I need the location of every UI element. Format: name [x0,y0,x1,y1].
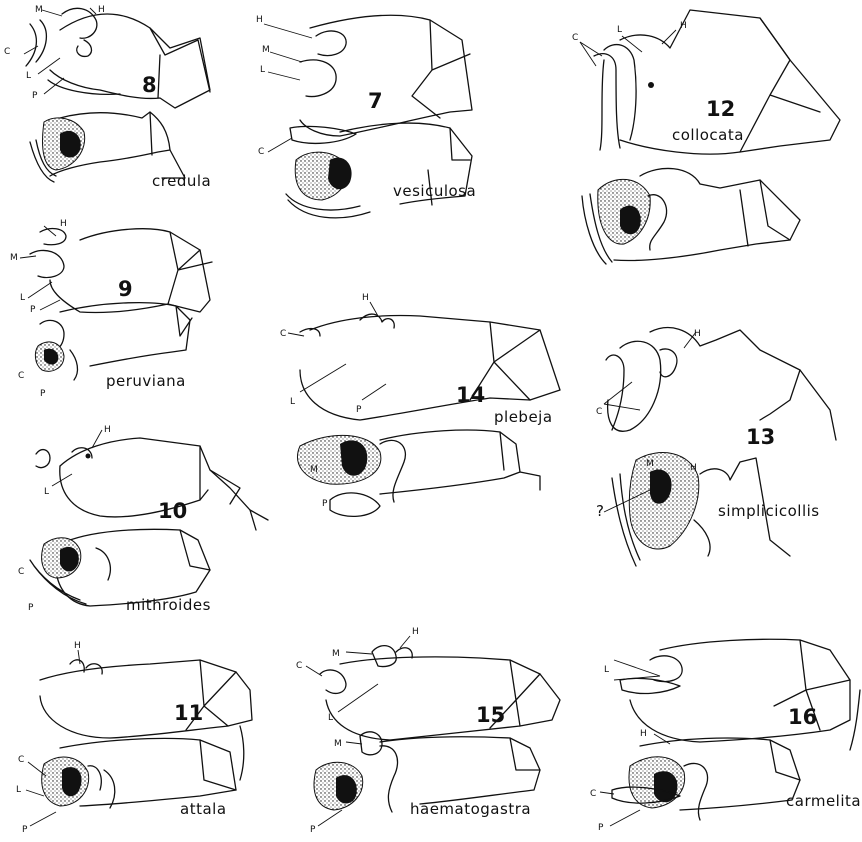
fig13-label-h2: H [690,463,697,473]
fig12-species-name: collocata [672,126,744,144]
fig15-label-m2: M [334,739,342,749]
fig8-label-m: M [35,5,43,15]
fig16-species-name: carmelita [786,792,861,810]
fig9-label-h: H [60,219,67,229]
fig13-label-c: C [596,407,602,417]
fig10-label-l: L [44,487,49,497]
fig10-number: 10 [158,499,187,523]
fig9-label-p2: P [40,389,46,399]
fig16-label-p: P [598,823,604,833]
fig15-label-c: C [296,661,302,671]
fig16-label-h: H [640,729,647,739]
fig14-label-l: L [290,397,295,407]
fig16-number: 16 [788,705,817,729]
fig15-species-name: haematogastra [410,800,531,818]
fig9-lower-drawing [35,303,192,380]
fig14-species-name: plebeja [494,408,553,426]
fig8-species-name: credula [152,172,211,190]
fig11-label-p: P [22,825,28,835]
fig15-upper-drawing [306,636,560,740]
fig11-label-l: L [16,785,21,795]
fig14-upper-drawing [288,302,560,420]
figure-8: 8 credula M H C L P [4,5,211,190]
fig7-lower-drawing [286,123,472,218]
fig15-label-h: H [412,627,419,637]
fig14-label-h: H [362,293,369,303]
fig8-upper-drawing [24,8,210,108]
figure-16: 16 carmelita L H C P [590,639,861,833]
fig13-species-name: simplicicollis [718,502,820,520]
fig15-number: 15 [476,703,505,727]
fig10-label-c: C [18,567,24,577]
fig11-label-h: H [74,641,81,651]
figure-7: 7 vesiculosa H M L C [256,15,476,218]
fig10-upper-drawing [36,430,268,530]
fig10-lower-drawing [30,529,210,606]
fig16-upper-drawing [614,639,860,750]
figure-10: 10 mithroides H L C P [18,425,268,614]
fig10-species-name: mithroides [126,596,211,614]
fig10-label-p: P [28,603,34,613]
fig9-label-m: M [10,253,18,263]
fig11-number: 11 [174,701,203,725]
fig10-label-h: H [104,425,111,435]
fig13-label-h: H [694,329,701,339]
fig11-label-c: C [18,755,24,765]
fig9-species-name: peruviana [106,372,186,390]
fig12-lower-drawing [582,168,800,264]
figure-9: 9 peruviana H M L P C P [10,219,212,399]
fig8-label-c: C [4,47,10,57]
fig7-species-name: vesiculosa [393,182,476,200]
fig11-species-name: attala [180,800,227,818]
fig9-label-c: C [18,371,24,381]
fig8-label-l: L [26,71,31,81]
fig16-label-l: L [604,665,609,675]
fig12-label-c: C [572,33,578,43]
fig14-label-p: P [356,405,362,415]
fig7-label-c: C [258,147,264,157]
fig7-label-l: L [260,65,265,75]
fig13-number: 13 [746,425,775,449]
fig7-number: 7 [368,89,383,113]
fig13-label-question: ? [596,502,604,520]
fig12-label-l: L [617,25,622,35]
fig13-upper-drawing [604,328,836,440]
fig7-label-h: H [256,15,263,25]
fig12-number: 12 [706,97,735,121]
fig9-label-l: L [20,293,25,303]
fig15-label-m: M [332,649,340,659]
fig15-label-l: L [328,713,333,723]
fig9-number: 9 [118,277,133,301]
figure-14: 14 plebeja H C L P M P [280,293,560,516]
fig14-number: 14 [456,383,485,407]
fig14-lower-drawing [298,430,540,516]
fig9-label-p: P [30,305,36,315]
figure-13: 13 simplicicollis H C M H ? [596,328,836,566]
fig9-upper-drawing [20,226,212,313]
fig8-number: 8 [142,73,157,97]
fig8-label-h: H [98,5,105,15]
figure-12: 12 collocata C L H [572,10,840,264]
fig16-label-c: C [590,789,596,799]
figure-15: 15 haematogastra M H C L M P [296,627,560,835]
fig14-label-p2: P [322,499,328,509]
fig12-label-h: H [680,21,687,31]
fig16-lower-drawing [600,734,800,826]
fig7-label-m: M [262,45,270,55]
figure-11: 11 attala H C L P [16,641,252,835]
fig15-label-p: P [310,825,316,835]
fig14-label-c: C [280,329,286,339]
fig13-label-m: M [646,459,654,469]
fig7-upper-drawing [264,15,472,152]
fig14-label-m: M [310,465,318,475]
fig8-label-p: P [32,91,38,101]
